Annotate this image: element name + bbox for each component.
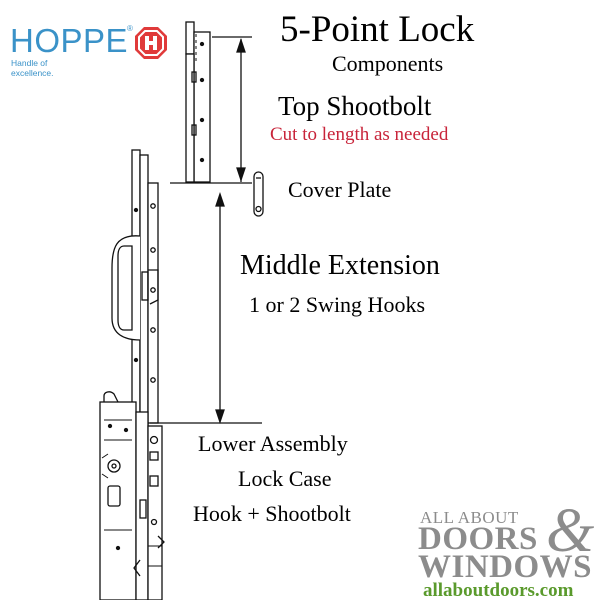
lower-assembly-part (99, 391, 165, 600)
top-shootbolt-part (185, 21, 211, 183)
cover-plate-part (253, 171, 264, 217)
label-middle-extension: Middle Extension (240, 250, 440, 281)
hoppe-badge-icon (135, 27, 167, 59)
label-lock-case: Lock Case (238, 466, 332, 491)
brand-line-3: WINDOWS (418, 549, 593, 585)
logo-tagline: Handle of excellence. (11, 58, 54, 78)
brand-logo: ALL ABOUT & DOORS WINDOWS allaboutdoors.… (418, 497, 600, 601)
middle-extension-part (111, 149, 159, 441)
diagram-subtitle: Components (332, 51, 444, 76)
middle-extension-dimension (150, 191, 262, 425)
top-shootbolt-dimension (170, 36, 252, 184)
brand-line-1: ALL ABOUT (420, 508, 519, 527)
logo-wordmark: HOPPE (10, 22, 129, 59)
brand-line-2: DOORS (418, 521, 538, 557)
label-cover-plate: Cover Plate (288, 177, 392, 202)
label-hook-shootbolt: Hook + Shootbolt (193, 501, 351, 526)
logo-trademark: ® (127, 24, 133, 33)
label-cut-note: Cut to length as needed (270, 124, 449, 145)
label-top-shootbolt: Top Shootbolt (278, 91, 432, 121)
brand-url: allaboutdoors.com (423, 580, 574, 601)
brand-ampersand: & (546, 497, 595, 565)
label-swing-hooks: 1 or 2 Swing Hooks (249, 292, 426, 317)
diagram-title: 5-Point Lock (280, 9, 475, 50)
label-lower-assembly: Lower Assembly (198, 431, 348, 456)
